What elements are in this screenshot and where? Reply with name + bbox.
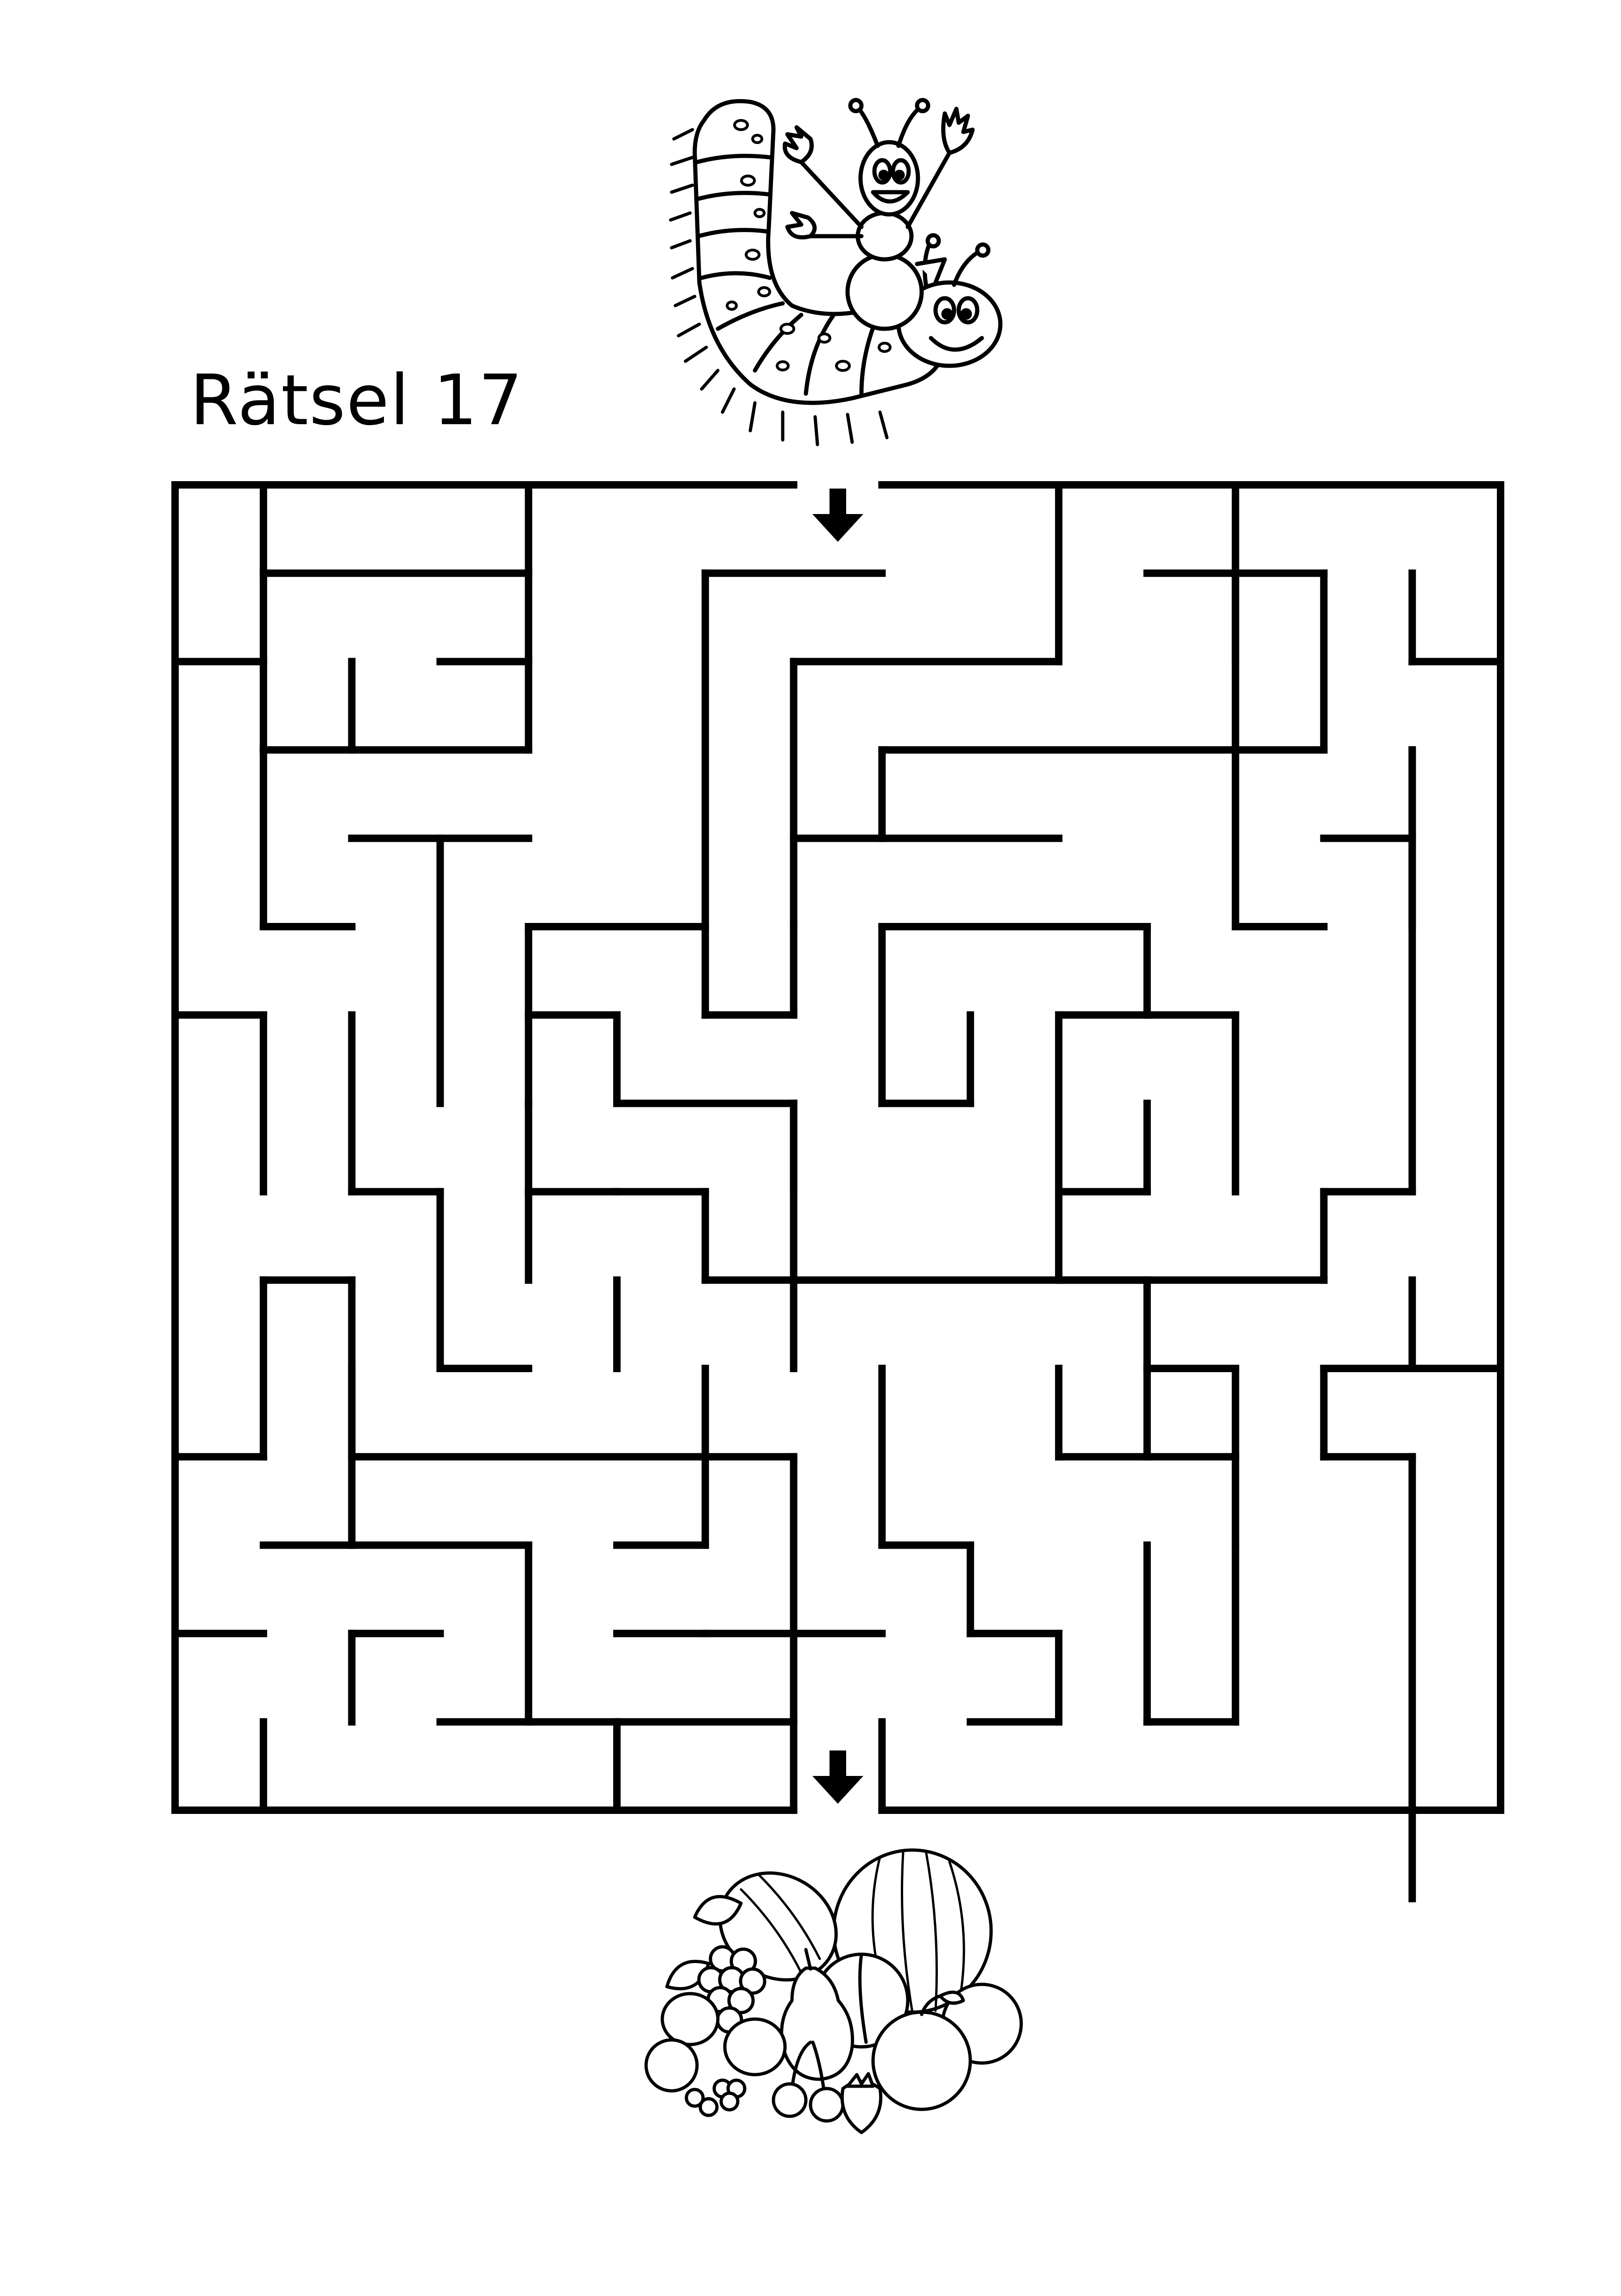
grapes-icon xyxy=(697,1945,767,2034)
maze-arrows xyxy=(812,489,863,1804)
ant-icon xyxy=(782,98,975,331)
puzzle-title: Rätsel 17 xyxy=(190,360,524,441)
caterpillar-spots xyxy=(726,119,892,372)
start-arrow-down-icon xyxy=(812,489,863,542)
finish-arrow-down-icon xyxy=(812,1750,863,1804)
caterpillar-legs xyxy=(669,128,889,446)
fruit-basket-icon xyxy=(644,1848,1023,2134)
plum-icon xyxy=(660,1992,720,2046)
leaf-icon xyxy=(693,1895,743,1926)
pear-icon xyxy=(780,1966,854,2081)
maze-walls xyxy=(171,481,1504,1902)
caterpillar-with-ant-icon xyxy=(669,98,1003,446)
raspberry-icon xyxy=(685,2078,747,2117)
apple-icon xyxy=(871,2010,972,2111)
strawberry-icon xyxy=(840,2080,883,2134)
